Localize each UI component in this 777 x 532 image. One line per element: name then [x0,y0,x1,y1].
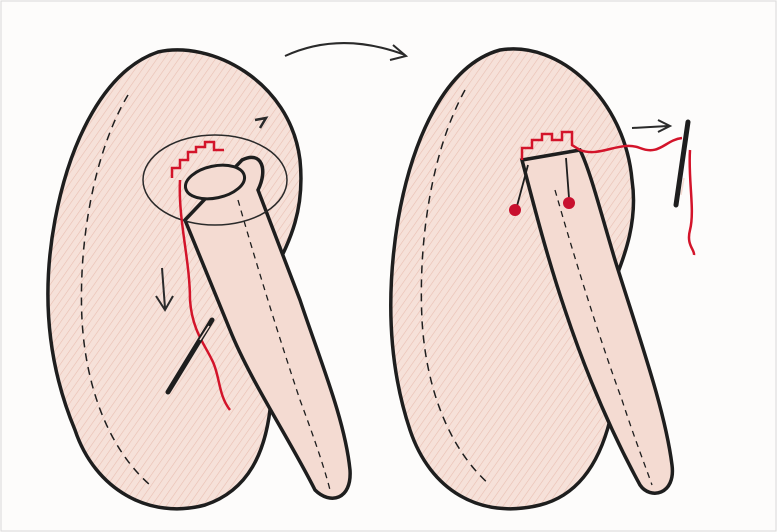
sewing-diagram [0,0,777,532]
diagram-canvas [0,0,777,532]
